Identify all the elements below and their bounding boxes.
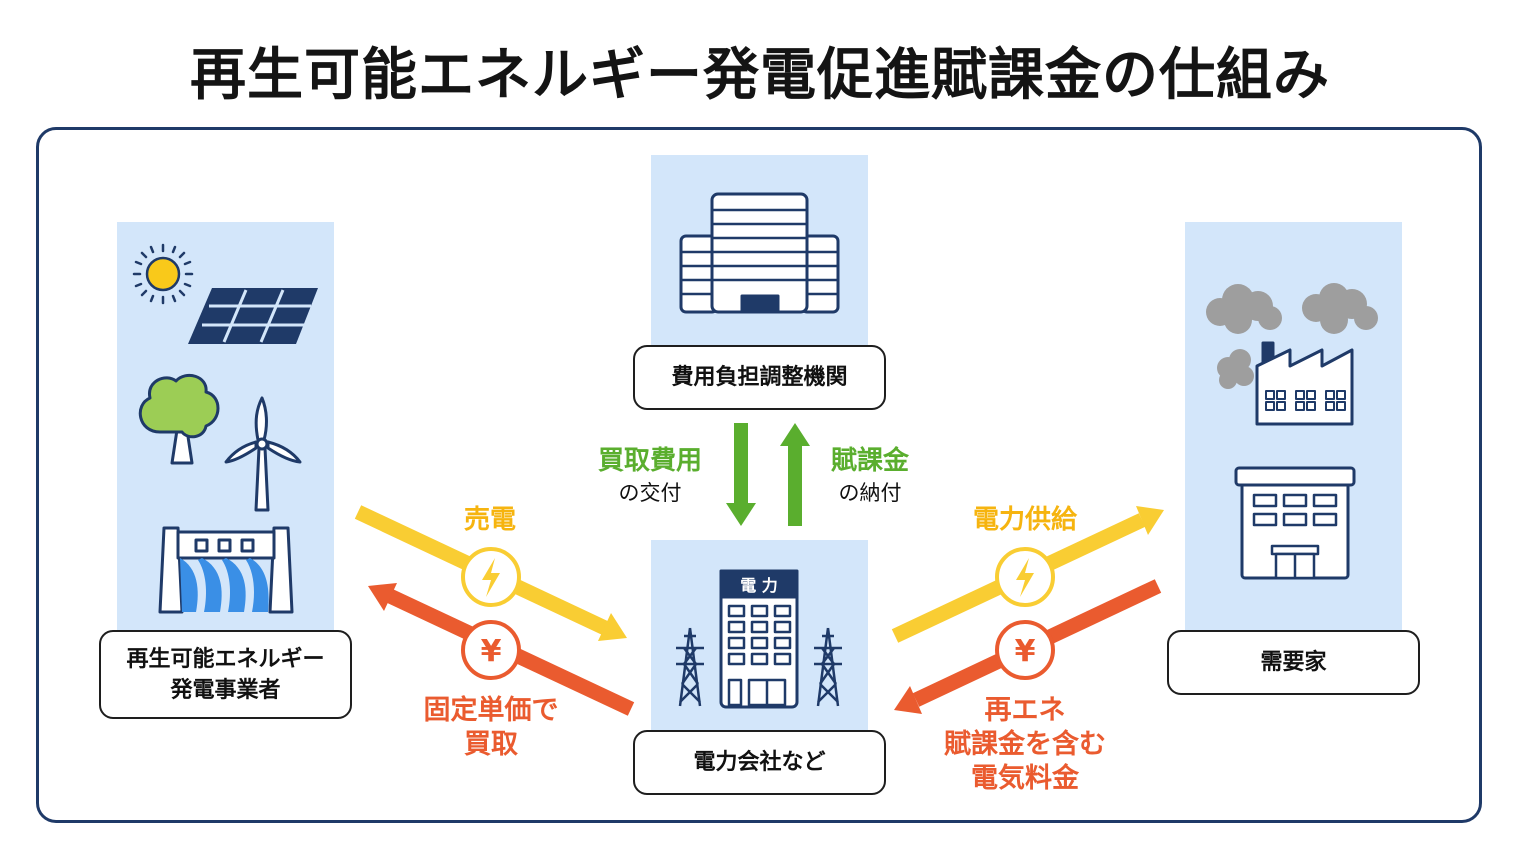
dam-icon bbox=[158, 526, 294, 614]
bolt-icon bbox=[461, 547, 521, 607]
purchase-cost-arrow bbox=[726, 423, 756, 526]
sell-label: 売電 bbox=[463, 505, 516, 535]
levy-label: 賦課金 bbox=[830, 446, 909, 476]
smoke-cloud-icon bbox=[1206, 283, 1378, 389]
utility-box: 電力会社など bbox=[633, 730, 886, 795]
tree-icon bbox=[138, 373, 220, 465]
page-title: 再生可能エネルギー発電促進賦課金の仕組み bbox=[190, 43, 1330, 108]
bolt-icon bbox=[995, 547, 1055, 607]
factory-icon bbox=[1255, 341, 1354, 426]
buy-fixed-label: 固定単価で 買取 bbox=[423, 695, 559, 760]
wind-turbine-icon bbox=[224, 396, 302, 512]
levy-arrow bbox=[780, 423, 810, 526]
solar-panel-icon bbox=[188, 288, 318, 344]
purchase-cost-label: 買取費用 bbox=[597, 446, 702, 476]
building-sign: 電 力 bbox=[740, 576, 778, 595]
sun-icon bbox=[132, 243, 194, 305]
power-company-building-icon bbox=[719, 569, 799, 709]
office-building-icon bbox=[679, 192, 840, 314]
generator-box: 再生可能エネルギー 発電事業者 bbox=[99, 630, 352, 719]
apartment-building-icon bbox=[1234, 466, 1356, 580]
pylon-left-icon bbox=[676, 627, 704, 707]
yen-symbol: ¥ bbox=[1015, 634, 1036, 669]
yen-icon bbox=[461, 620, 521, 680]
yen-icon bbox=[995, 620, 1055, 680]
consumer-box: 需要家 bbox=[1167, 630, 1420, 695]
bill-label: 再エネ 賦課金を含む 電気料金 bbox=[944, 695, 1106, 794]
yen-symbol: ¥ bbox=[481, 634, 502, 669]
pylon-right-icon bbox=[814, 627, 842, 707]
agency-box: 費用負担調整機関 bbox=[633, 345, 886, 410]
purchase-cost-sublabel: の交付 bbox=[618, 481, 682, 505]
diagram-frame bbox=[36, 127, 1482, 823]
levy-sublabel: の納付 bbox=[838, 481, 902, 505]
supply-label: 電力供給 bbox=[972, 505, 1077, 535]
